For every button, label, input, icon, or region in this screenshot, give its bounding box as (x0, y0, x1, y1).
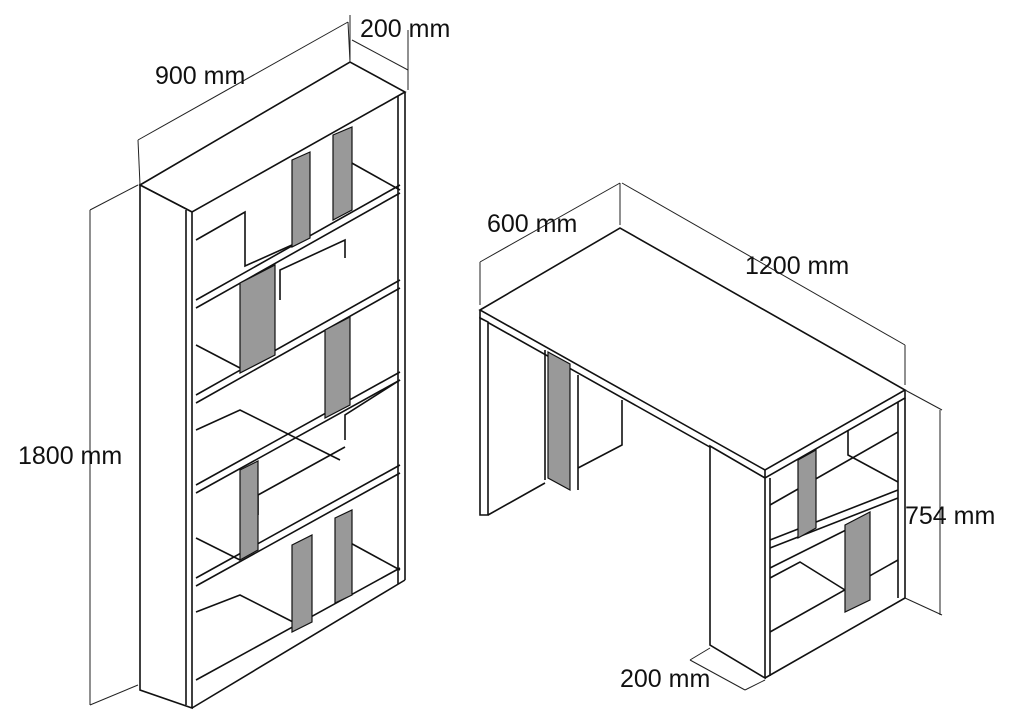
outline-line (769, 527, 851, 569)
grey-divider-panel (797, 448, 817, 540)
desk-left-leg (479, 316, 489, 516)
outline-line (577, 400, 623, 469)
dimension-line (89, 684, 139, 706)
grey-divider-panel (291, 534, 313, 633)
outline-line (195, 279, 401, 396)
outline-line (847, 430, 899, 483)
dimension-line (351, 39, 409, 71)
dimension-line (621, 182, 906, 346)
grey-divider-panel (239, 264, 276, 374)
outline-line (195, 472, 401, 587)
bookcase-shelves (195, 161, 401, 681)
outline-line (195, 192, 401, 309)
dimension-line (137, 21, 349, 141)
dimension-line (479, 182, 621, 263)
outline-line (191, 579, 406, 709)
desk (478, 182, 943, 691)
desk-height-label: 754 mm (905, 502, 996, 530)
outline-line (769, 497, 899, 549)
outline-line (195, 464, 401, 579)
outline-line (195, 371, 401, 486)
bookcase-height-label: 1800 mm (18, 442, 123, 470)
dimension-line (89, 184, 139, 211)
outline-line (487, 482, 546, 516)
dimension-line (689, 647, 711, 661)
dimension-line (137, 139, 141, 186)
desk-depth-label: 600 mm (487, 210, 578, 238)
grey-divider-panel (291, 151, 311, 248)
outline-line (195, 409, 341, 461)
outline-line (769, 489, 899, 541)
outline-line (257, 446, 346, 515)
outline-line (769, 561, 846, 591)
outline-line (195, 344, 241, 369)
bookcase-width-label: 900 mm (155, 62, 246, 90)
outline-line (195, 210, 293, 268)
desk-pedestal-shelves (769, 430, 899, 633)
desk-dimension-lines (479, 182, 943, 691)
grey-divider-panel (547, 350, 571, 492)
desk-pedestal-depth-label: 200 mm (620, 665, 711, 693)
outline-line (279, 238, 346, 300)
dimension-line (744, 679, 766, 691)
desk-width-label: 1200 mm (745, 252, 850, 280)
outline-line (769, 559, 899, 633)
outline-line (195, 287, 401, 404)
bookcase-dimension-lines (89, 15, 409, 706)
grey-divider-panel (334, 509, 353, 604)
grey-divider-panel (239, 460, 259, 562)
grey-divider-panel (324, 316, 351, 419)
outline-line (344, 539, 401, 571)
outline-line (349, 161, 401, 191)
bookcase-left-side (139, 183, 193, 710)
outline-line (769, 431, 899, 506)
bookcase (89, 15, 409, 710)
outline-line (195, 594, 296, 624)
dimension-line (689, 659, 746, 691)
bookcase-depth-label: 200 mm (360, 15, 451, 43)
dimension-line (904, 389, 943, 411)
outline-line (195, 379, 401, 494)
outline-line (195, 537, 241, 561)
outline-line (344, 379, 401, 440)
desk-pedestal-side (709, 444, 766, 680)
dimension-line (904, 597, 943, 616)
grey-divider-panel (332, 126, 353, 221)
grey-divider-panel (844, 511, 871, 613)
bookcase-dividers (239, 126, 353, 633)
